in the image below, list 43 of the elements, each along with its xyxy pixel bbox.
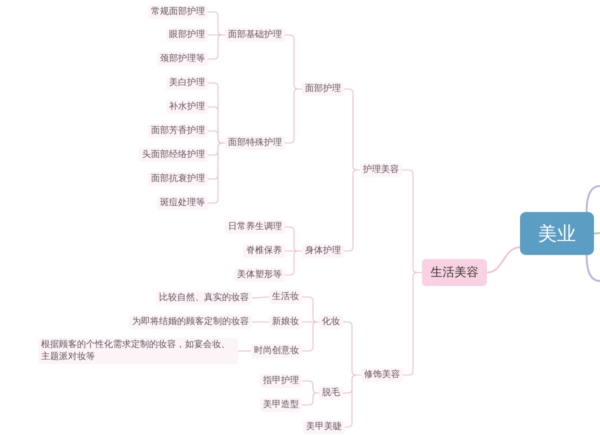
description-label: 根据顾客的个性化需求定制的妆容，如宴会妆、主题派对妆等 [38, 338, 238, 364]
connector-line [344, 169, 360, 252]
description-label: 比较自然、真实的妆容 [156, 291, 252, 305]
topic-label: 头面部经络护理 [139, 148, 208, 162]
topic-label: 面部护理 [302, 82, 344, 96]
connector-line [238, 350, 251, 352]
topic-label: 面部特殊护理 [225, 136, 285, 150]
topic-label: 美白护理 [166, 76, 208, 90]
topic-label: 面部芳香护理 [148, 124, 208, 138]
central-topic-box: 美业 [520, 212, 594, 255]
connector-line [586, 254, 600, 282]
topic-label: 面部抗衰护理 [148, 172, 208, 186]
connector-line [486, 246, 520, 274]
topic-label: 脱毛 [319, 386, 343, 400]
topic-label: 斑痘处理等 [157, 196, 208, 210]
topic-label: 时尚创意妆 [251, 344, 302, 358]
topic-label: 新娘妆 [269, 315, 302, 329]
topic-label: 常规面部护理 [148, 5, 208, 19]
topic-label: 生活妆 [269, 290, 302, 304]
topic-label: 面部基础护理 [225, 28, 285, 42]
topic-label: 化妆 [319, 315, 343, 329]
topic-label: 颈部护理等 [157, 52, 208, 66]
topic-label: 修饰美容 [361, 368, 403, 382]
topic-label: 脊椎保养 [243, 244, 285, 258]
topic-label: 美甲美睫 [303, 420, 345, 434]
topic-label: 日常养生调理 [225, 220, 285, 234]
connector-line [252, 296, 269, 299]
connector-line [285, 250, 302, 276]
connector-line [302, 392, 319, 406]
connector-line [285, 88, 302, 144]
connector-line [586, 185, 600, 212]
topic-label: 美甲造型 [260, 398, 302, 412]
topic-label: 美体塑形等 [234, 268, 285, 282]
connector-line [252, 321, 269, 323]
topic-label: 补水护理 [166, 100, 208, 114]
topic-label: 护理美容 [360, 163, 402, 177]
connector-line [594, 232, 600, 234]
topic-label: 身体护理 [302, 244, 344, 258]
main-topic-box: 生活美容 [422, 259, 487, 286]
connector-line [345, 374, 361, 428]
description-label: 为即将结婚的顾客定制的妆容 [129, 315, 252, 329]
topic-label: 眼部护理 [166, 28, 208, 42]
topic-label: 指甲护理 [260, 374, 302, 388]
